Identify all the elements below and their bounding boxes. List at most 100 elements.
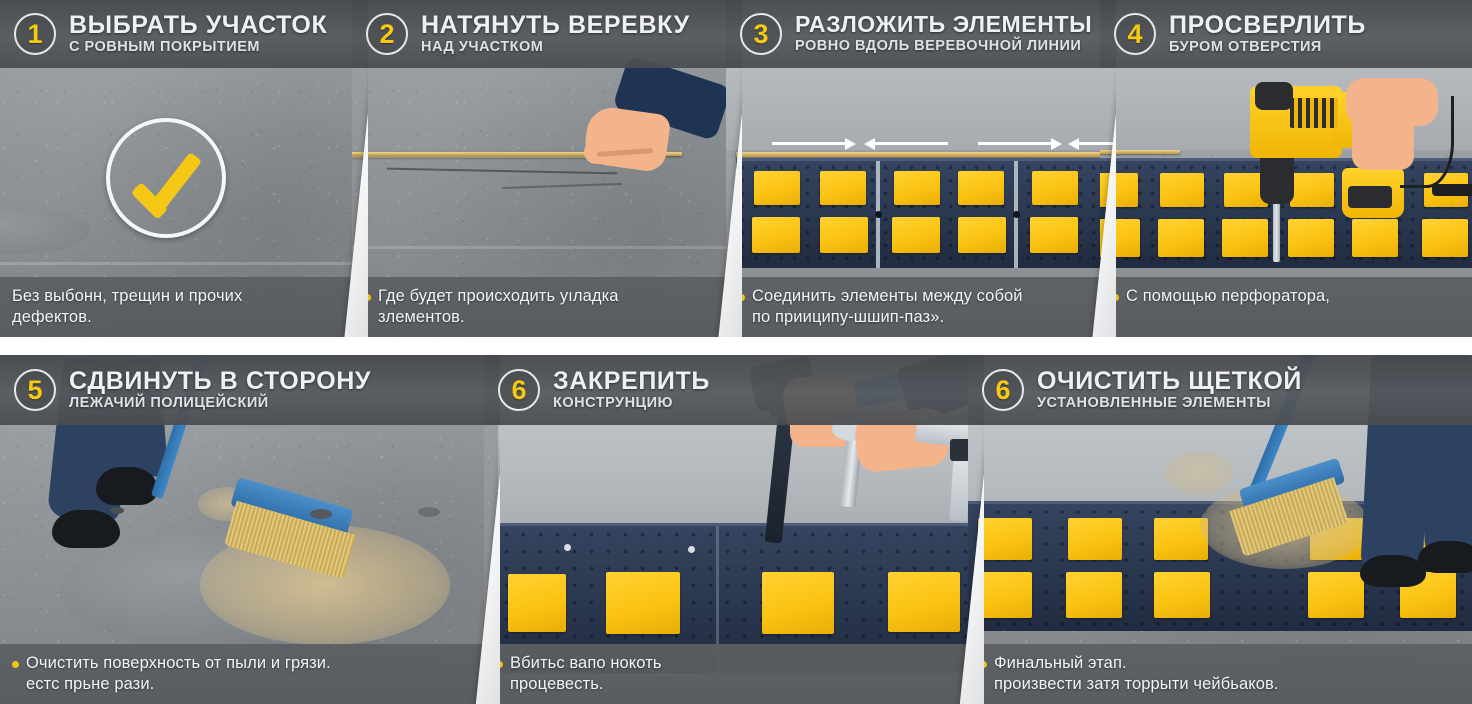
bump-tile	[754, 171, 800, 205]
step-caption-4: С помощью перфоратора,	[1100, 277, 1472, 337]
step-subtitle: НАД УЧАСТКОМ	[421, 38, 544, 55]
module-seam	[716, 526, 719, 673]
bump-tile	[1422, 219, 1468, 257]
rope-line-icon	[352, 152, 682, 156]
bump-tile	[820, 217, 868, 253]
bullet-dot-icon	[1112, 294, 1119, 301]
bump-tile	[958, 171, 1004, 205]
bump-tile	[1100, 219, 1140, 257]
shoe-icon	[1418, 541, 1472, 573]
step-number-badge: 5	[14, 369, 56, 411]
bump-tile	[1160, 173, 1204, 207]
bullet-dot-icon	[496, 661, 503, 668]
anchor-hole-icon	[564, 544, 571, 551]
shoe-icon	[96, 467, 158, 505]
bump-tile	[958, 217, 1006, 253]
step-panel-7: 6 ОЧИСТИТЬ ЩЕТКОЙ УСТАНОВЛЕННЫЕ ЭЛЕМЕНТЫ…	[968, 355, 1472, 704]
arrow-right-icon	[772, 137, 856, 150]
bullet-dot-icon	[12, 661, 19, 668]
bump-tile	[1158, 219, 1204, 257]
step-panel-4: 4 ПРОСВЕРЛИТЬ БУРОМ ОТВЕРСТИЯ С помощью …	[1100, 0, 1472, 337]
step-title: РАЗЛОЖИТЬ ЭЛЕМЕНТЫ	[795, 10, 1093, 37]
bump-tile	[894, 171, 940, 205]
dowel-hole-icon	[1013, 211, 1020, 218]
road-marking	[352, 246, 742, 249]
bump-tile	[1154, 518, 1208, 560]
step-panel-5: 5 СДВИНУТЬ В СТОРОНУ ЛЕЖАЧИЙ ПОЛИЦЕЙСКИЙ…	[0, 355, 500, 704]
speed-bump-module	[736, 158, 1116, 268]
power-cord-icon	[1400, 96, 1454, 188]
bump-tile	[888, 572, 960, 632]
row-gap	[0, 337, 1472, 355]
step-number-badge: 6	[982, 369, 1024, 411]
caption-line: процевесть.	[510, 674, 604, 693]
caption-line: Финальный этап.	[994, 654, 1127, 672]
check-circle-icon	[106, 118, 226, 238]
bump-tile	[892, 217, 940, 253]
bump-tile	[1032, 171, 1078, 205]
step-subtitle: РОВНО ВДОЛЬ ВЕРЕВОЧНОЙ ЛИНИИ	[795, 37, 1082, 54]
step-subtitle: ЛЕЖАЧИЙ ПОЛИЦЕЙСКИЙ	[69, 394, 269, 411]
dowel-hole-icon	[875, 211, 882, 218]
caption-line: Где будет происходить уıладка	[378, 287, 619, 305]
step-subtitle: УСТАНОВЛЕННЫЕ ЭЛЕМЕНТЫ	[1037, 394, 1271, 411]
step-number-badge: 4	[1114, 13, 1156, 55]
step-header-5: 5 СДВИНУТЬ В СТОРОНУ ЛЕЖАЧИЙ ПОЛИЦЕЙСКИЙ	[0, 355, 500, 425]
caption-text: Финальный этап. произвести затя торрыти …	[994, 653, 1279, 695]
shoe-icon	[52, 510, 120, 548]
bullet-dot-icon	[980, 661, 987, 668]
caption-line: произвести затя торрыти чейбьаков.	[994, 674, 1279, 693]
step-title: ПРОСВЕРЛИТЬ	[1169, 10, 1366, 39]
step-title: ЗАКРЕПИТЬ	[553, 366, 710, 395]
step-subtitle: КОНСТРУНЦИЮ	[553, 394, 674, 411]
bullet-dot-icon	[364, 294, 371, 301]
step-number-badge: 6	[498, 369, 540, 411]
step-panel-3: 3 РАЗЛОЖИТЬ ЭЛЕМЕНТЫ РОВНО ВДОЛЬ ВЕРЕВОЧ…	[726, 0, 1116, 337]
step-number-badge: 3	[740, 13, 782, 55]
step-caption-3: Соединить элементы между собой по приици…	[726, 277, 1116, 337]
arrow-right-icon	[978, 137, 1062, 150]
rope-shadow	[352, 156, 652, 158]
caption-text: Где будет происходить уıладка злементов.	[378, 286, 619, 328]
step-caption-5: Очистить поверхность от пыли и грязи. ес…	[0, 644, 500, 704]
step-header-1: 1 ВЫБРАТЬ УЧАСТОК С РОВНЫМ ПОКРЫТИЕМ	[0, 0, 368, 68]
bump-tile	[1154, 572, 1210, 618]
caption-line: Соединить элементы между собой	[752, 287, 1023, 305]
shoe-icon	[1360, 555, 1426, 587]
bump-tile	[752, 217, 800, 253]
step-panel-2: 2 НАТЯНУТЬ ВЕРЕВКУ НАД УЧАСТКОМ Где буде…	[352, 0, 742, 337]
caption-line: дефектов.	[12, 307, 92, 326]
step-subtitle: С РОВНЫМ ПОКРЫТИЕМ	[69, 38, 260, 55]
step-header-7: 6 ОЧИСТИТЬ ЩЕТКОЙ УСТАНОВЛЕННЫЕ ЭЛЕМЕНТЫ	[968, 355, 1472, 425]
caption-line: Очистить поверхность от пыли и грязи.	[26, 654, 331, 672]
arrow-left-icon	[1068, 137, 1116, 150]
debris-spot	[418, 507, 440, 517]
road-marking	[0, 262, 368, 265]
caption-text: Вбитьс вапо нокоть процевесть.	[510, 653, 662, 695]
debris-spot	[310, 509, 332, 519]
step-header-6: 6 ЗАКРЕПИТЬ КОНСТРУНЦИЮ	[484, 355, 984, 425]
bump-tile	[1030, 217, 1078, 253]
rope-line-icon	[736, 152, 1116, 157]
drill-chuck-icon	[1260, 152, 1294, 204]
thumb-shape	[584, 140, 630, 164]
step-header-4: 4 ПРОСВЕРЛИТЬ БУРОМ ОТВЕРСТИЯ	[1100, 0, 1472, 68]
caption-line: С помощью перфоратора,	[1126, 287, 1330, 305]
arrow-left-icon	[864, 137, 948, 150]
step-subtitle: БУРОМ ОТВЕРСТИЯ	[1169, 38, 1322, 55]
step-title: ОЧИСТИТЬ ЩЕТКОЙ	[1037, 366, 1302, 395]
step-title: ВЫБРАТЬ УЧАСТОК	[69, 10, 328, 39]
caption-line: Вбитьс вапо нокоть	[510, 654, 662, 672]
step-header-2: 2 НАТЯНУТЬ ВЕРЕВКУ НАД УЧАСТКОМ	[352, 0, 742, 68]
debris-spot	[110, 507, 124, 514]
step-caption-2: Где будет происходить уıладка злементов.	[352, 277, 742, 337]
caption-line: злементов.	[378, 307, 465, 326]
step-caption-1: Без выбонн, трещин и прочих дефектов.	[0, 277, 368, 337]
join-arrows-group	[756, 137, 1116, 152]
step-title: НАТЯНУТЬ ВЕРЕВКУ	[421, 10, 690, 39]
drill-battery-base	[1348, 186, 1392, 208]
step-number-badge: 1	[14, 13, 56, 55]
bump-tile	[1288, 219, 1334, 257]
caption-text: Соединить элементы между собой по приици…	[752, 286, 1023, 328]
